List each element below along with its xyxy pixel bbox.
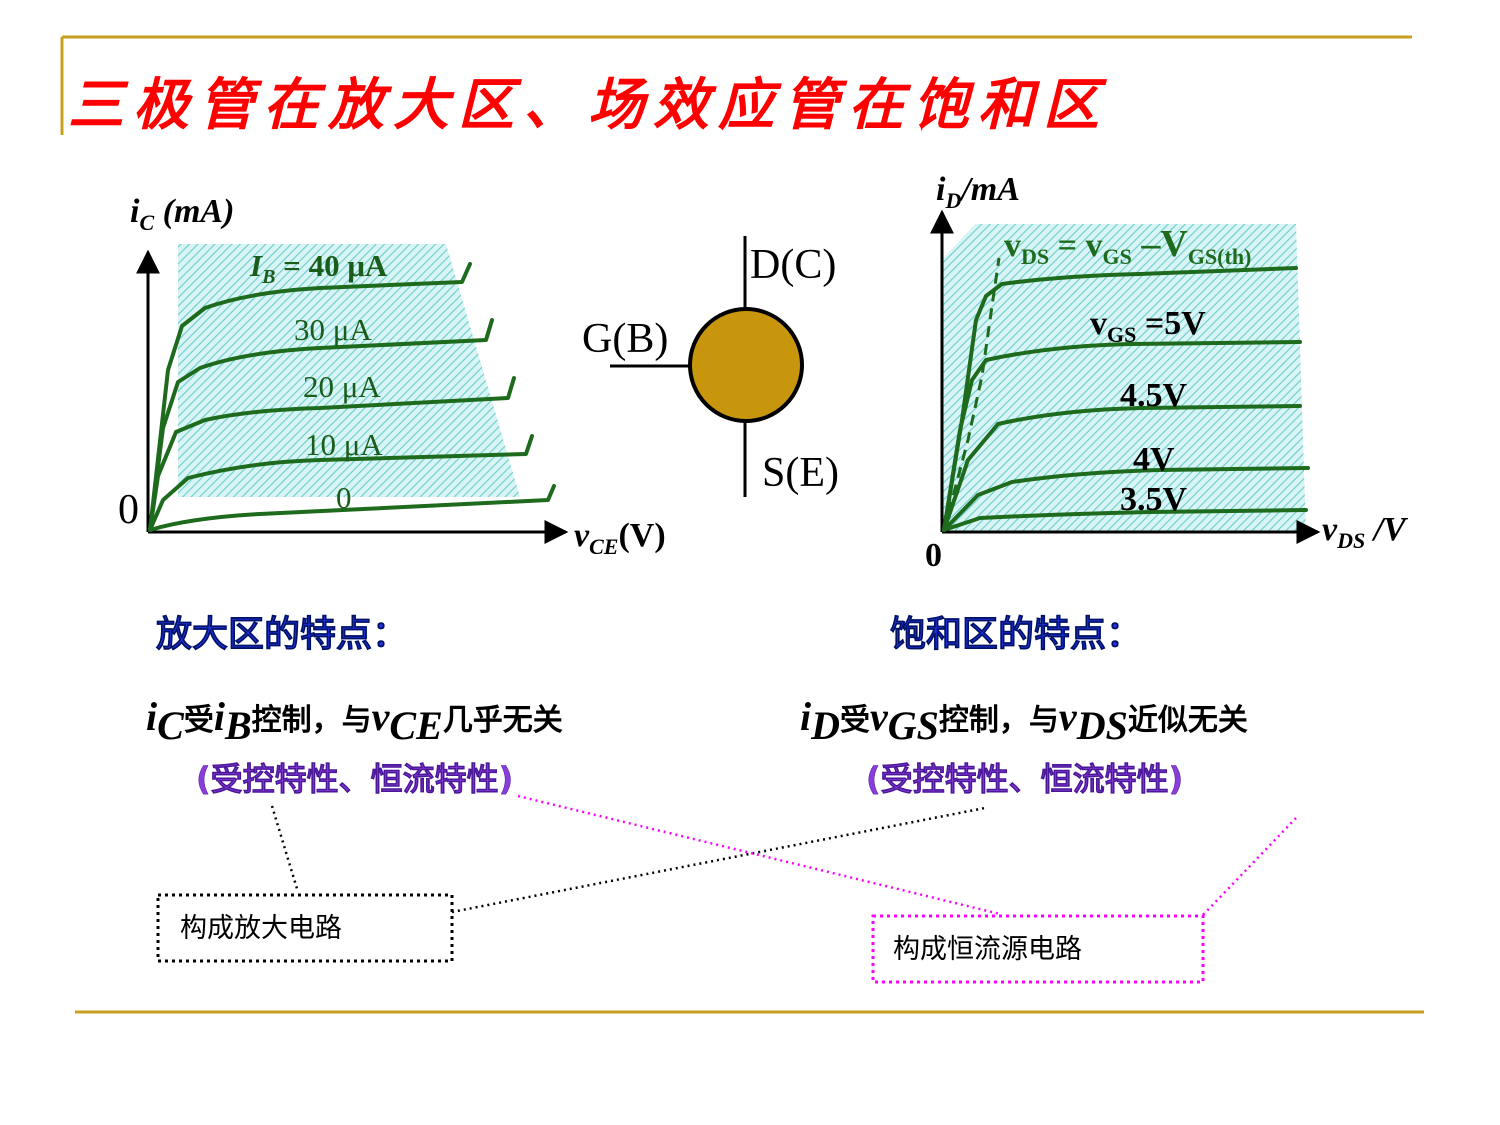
mosfet-curve-label-4v: 4V <box>1133 441 1175 478</box>
connector-amp-left <box>270 805 300 893</box>
mosfet-curve-label-5v: vGS =5V <box>1090 305 1206 347</box>
left-properties: (受控特性、恒流特性) <box>196 760 513 798</box>
right-properties: (受控特性、恒流特性) <box>866 760 1183 798</box>
bjt-curve-label-30: 30 μA <box>294 312 372 347</box>
bjt-chart: iC (mA) vCE(V) 0 IB = 40 μA 30 μA 20 μA … <box>118 193 666 559</box>
bjt-active-region <box>178 244 520 497</box>
mosfet-curve-label-3-5v: 3.5V <box>1120 481 1188 518</box>
mosfet-boundary-curve <box>942 257 1001 531</box>
device-body <box>688 307 804 423</box>
bjt-origin-label: 0 <box>118 487 139 533</box>
box-constant-current-label: 构成恒流源电路 <box>893 934 1082 965</box>
bjt-curve-40 <box>148 262 472 532</box>
connector-const-right <box>1201 817 1297 917</box>
bjt-curve-label-20: 20 μA <box>303 369 381 404</box>
mosfet-curve-5v <box>942 340 1302 532</box>
right-heading: 饱和区的特点： <box>890 614 1142 655</box>
page-title: 三极管在放大区、场效应管在饱和区 <box>68 72 1108 138</box>
box-amplifier <box>156 893 454 963</box>
box-constant-current <box>871 914 1205 984</box>
mosfet-chart: iD/mA vDS /V 0 vDS = vGS –VGS(th) vGS =5… <box>925 171 1408 574</box>
mosfet-x-axis-label: vDS /V <box>1322 511 1408 553</box>
connector-const-left <box>517 794 1001 916</box>
bjt-curve-label-10: 10 μA <box>305 427 383 462</box>
mosfet-saturation-region <box>942 224 1306 532</box>
left-description: iC受iB控制，与vCE几乎无关 <box>146 694 563 748</box>
bjt-curve-label-0: 0 <box>336 480 352 515</box>
bjt-curve-10 <box>148 434 534 532</box>
bjt-x-axis-label: vCE(V) <box>574 517 666 559</box>
mosfet-curve-4-5v <box>942 404 1302 532</box>
terminal-drain-label: D(C) <box>750 242 836 288</box>
mosfet-curve-3-5v <box>942 508 1308 532</box>
mosfet-curve-top <box>942 266 1298 532</box>
device-symbol: D(C) G(B) S(E) <box>582 236 839 497</box>
mosfet-boundary-label: vDS = vGS –VGS(th) <box>1004 223 1251 269</box>
terminal-gate-label: G(B) <box>582 316 668 362</box>
bjt-curve-20 <box>148 376 516 532</box>
mosfet-curve-label-4-5v: 4.5V <box>1120 377 1188 414</box>
bjt-curve-30 <box>148 318 494 532</box>
mosfet-curve-4v <box>942 466 1310 532</box>
bjt-curve-0 <box>148 484 556 532</box>
mosfet-origin-label: 0 <box>925 537 942 574</box>
connector-amp-right <box>451 806 986 914</box>
bjt-y-axis-label: iC (mA) <box>130 193 234 235</box>
terminal-source-label: S(E) <box>762 450 839 496</box>
bjt-curve-label-40: IB = 40 μA <box>249 248 388 288</box>
left-heading: 放大区的特点： <box>156 614 408 655</box>
mosfet-y-axis-label: iD/mA <box>936 171 1020 213</box>
box-amplifier-label: 构成放大电路 <box>180 913 342 944</box>
right-description: iD受vGS控制，与vDS近似无关 <box>800 694 1248 748</box>
